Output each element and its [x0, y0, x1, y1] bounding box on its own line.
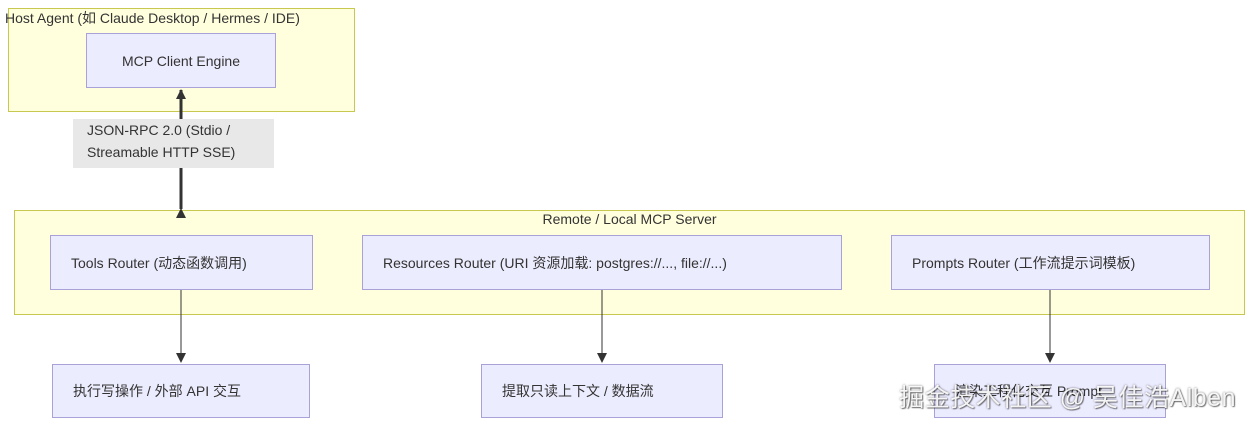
- mcp-client-engine-node: MCP Client Engine: [86, 33, 276, 88]
- host-agent-title: Host Agent (如 Claude Desktop / Hermes / …: [5, 10, 300, 26]
- mcp-server-title: Remote / Local MCP Server: [542, 211, 717, 227]
- json-rpc-edge-label: JSON-RPC 2.0 (Stdio / Streamable HTTP SS…: [73, 119, 274, 168]
- tools-router-node: Tools Router (动态函数调用): [50, 235, 313, 290]
- watermark: 掘金技术社区 @ 吴佳浩Alben: [899, 384, 1236, 412]
- resources-router-node: Resources Router (URI 资源加载: postgres://.…: [362, 235, 842, 290]
- tools-output-node: 执行写操作 / 外部 API 交互: [52, 364, 310, 418]
- edge-label-line1: JSON-RPC 2.0 (Stdio /: [87, 122, 231, 138]
- prompts-router-node: Prompts Router (工作流提示词模板): [891, 235, 1210, 290]
- prompts-output-node: 渲染工程化交互 Prompt: [934, 364, 1166, 418]
- resources-output-node: 提取只读上下文 / 数据流: [481, 364, 723, 418]
- edge-label-line2: Streamable HTTP SSE): [87, 144, 236, 160]
